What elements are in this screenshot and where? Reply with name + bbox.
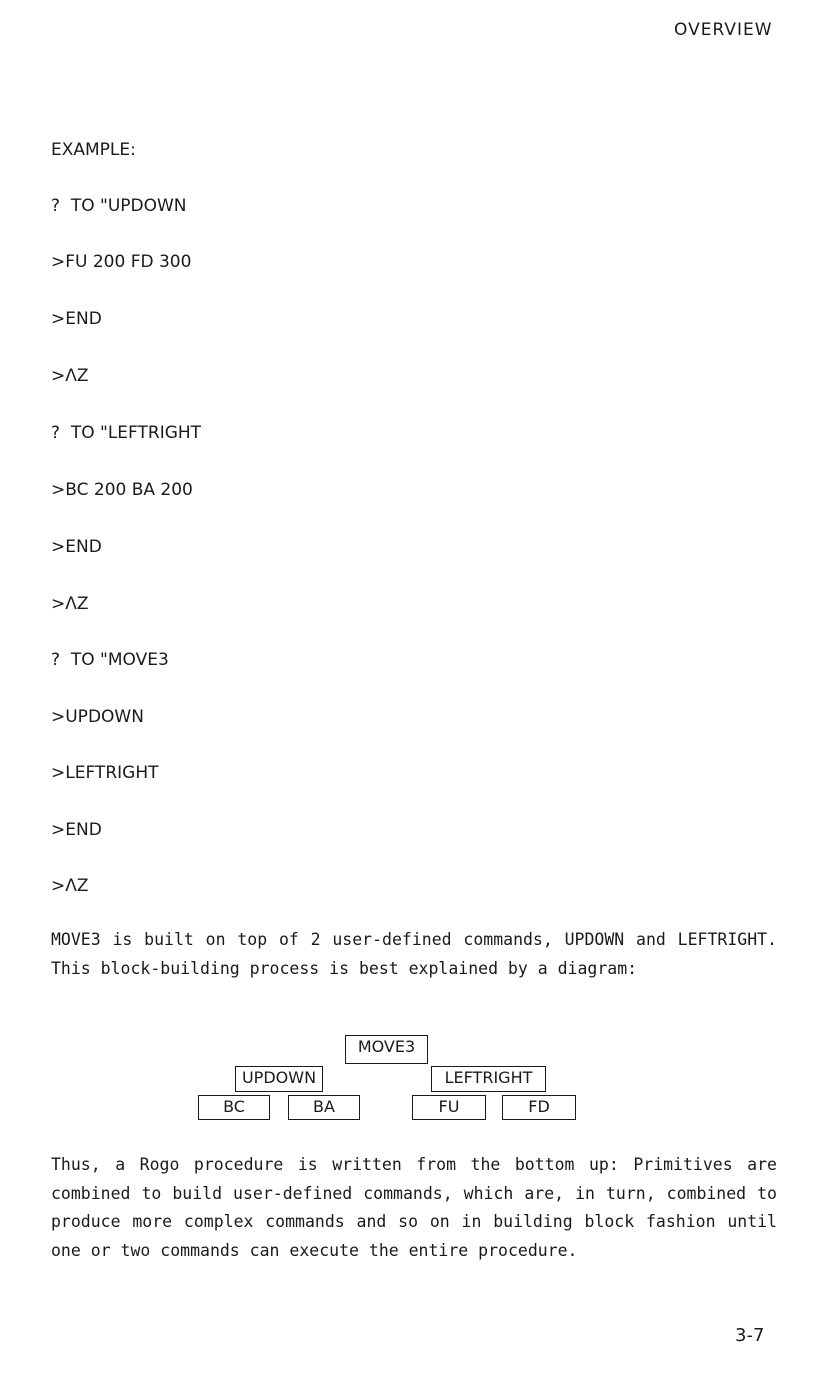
code-line: >ΛZ bbox=[51, 594, 89, 614]
diagram-node-left: UPDOWN bbox=[235, 1066, 323, 1092]
diagram-leaf: BC bbox=[198, 1095, 270, 1120]
page-number: 3-7 bbox=[735, 1325, 765, 1346]
diagram-leaf: FD bbox=[502, 1095, 576, 1120]
code-line: >LEFTRIGHT bbox=[51, 763, 159, 783]
conclusion-text: Thus, a Rogo procedure is written from t… bbox=[51, 1155, 777, 1260]
diagram-leaf: FU bbox=[412, 1095, 486, 1120]
code-line: >BC 200 BA 200 bbox=[51, 480, 193, 500]
intro-text: MOVE3 is built on top of 2 user-defined … bbox=[51, 930, 777, 978]
page-header: OVERVIEW bbox=[674, 20, 773, 40]
code-line: >ΛZ bbox=[51, 876, 89, 896]
diagram-leaf: BA bbox=[288, 1095, 360, 1120]
example-label: EXAMPLE: bbox=[51, 140, 136, 160]
code-line: >UPDOWN bbox=[51, 707, 144, 727]
conclusion-paragraph: Thus, a Rogo procedure is written from t… bbox=[51, 1151, 777, 1265]
diagram-node-right: LEFTRIGHT bbox=[431, 1066, 546, 1092]
code-line: >END bbox=[51, 309, 102, 329]
code-line: ? TO "LEFTRIGHT bbox=[51, 423, 202, 443]
code-line: ? TO "MOVE3 bbox=[51, 650, 169, 670]
code-line: >ΛZ bbox=[51, 366, 89, 386]
code-line: ? TO "UPDOWN bbox=[51, 196, 187, 216]
code-line: >END bbox=[51, 537, 102, 557]
intro-paragraph: MOVE3 is built on top of 2 user-defined … bbox=[51, 926, 777, 983]
code-line: >END bbox=[51, 820, 102, 840]
diagram-node-root: MOVE3 bbox=[345, 1035, 428, 1064]
code-line: >FU 200 FD 300 bbox=[51, 252, 192, 272]
